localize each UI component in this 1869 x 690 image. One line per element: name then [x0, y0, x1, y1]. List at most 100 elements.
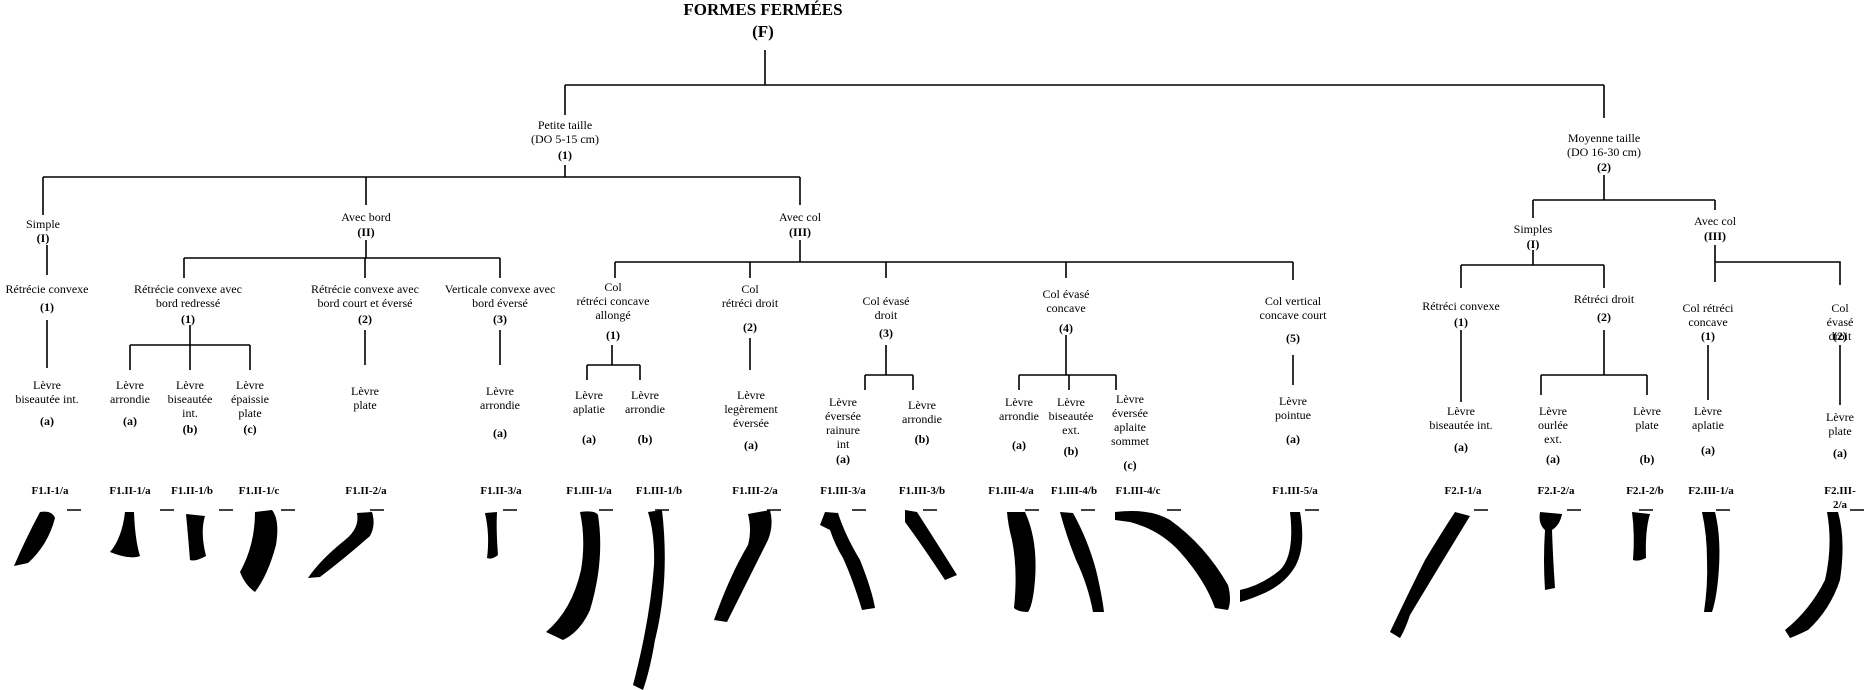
subgroup-code: (2)	[358, 312, 372, 326]
diagram-title-code: (F)	[752, 22, 774, 41]
sherd-F1.III-1/b	[633, 510, 665, 690]
sherd-F1.II-2/a	[308, 512, 374, 578]
leaf-code: (a)	[493, 426, 507, 440]
node-med-avec-col-code: (III)	[1703, 229, 1727, 243]
leaf-label: Lèvre aplatie	[573, 388, 605, 416]
type-code: F1.III-4/a	[988, 485, 1034, 497]
subgroup-label: Verticale convexe avec bord éversé	[444, 282, 556, 310]
node-avec-bord: Avec bord	[341, 210, 391, 224]
node-petite-taille-code: (1)	[558, 148, 572, 162]
node-simple-code: (I)	[36, 231, 50, 245]
type-code: F1.III-3/b	[898, 485, 946, 497]
leaf-code: (a)	[1012, 438, 1026, 452]
leaf-code: (a)	[582, 432, 596, 446]
leaf-label: Lèvre arrondie	[999, 395, 1039, 423]
leaf-code: (a)	[1833, 446, 1847, 460]
leaf-code: (a)	[123, 414, 137, 428]
type-code: F1.I-1/a	[31, 485, 69, 497]
sherd-F2.I-2/a	[1539, 512, 1562, 590]
leaf-code: (a)	[1454, 440, 1468, 454]
subgroup-code: (1)	[1701, 329, 1715, 343]
leaf-label: Lèvre plate	[1826, 410, 1854, 438]
subgroup-label: Rétrécie convexe	[5, 282, 89, 296]
type-code: F2.III-2/a	[1824, 485, 1856, 511]
subgroup-code: (1)	[181, 312, 195, 326]
type-code: F1.III-3/a	[820, 485, 866, 497]
sherd-F1.III-3/b	[905, 510, 957, 580]
node-simple: Simple	[25, 217, 61, 231]
leaf-label: Lèvre aplatie	[1692, 404, 1724, 432]
sherd-F2.I-1/a	[1390, 512, 1470, 638]
type-code: F1.II-2/a	[345, 485, 387, 497]
subgroup-code: (1)	[1454, 315, 1468, 329]
subgroup-code: (3)	[879, 326, 893, 340]
subgroup-label: Col évasé concave	[1042, 287, 1090, 315]
sherd-F1.III-1/a	[546, 511, 601, 640]
subgroup-label: Col vertical concave court	[1259, 294, 1327, 322]
type-code: F2.I-1/a	[1444, 485, 1482, 497]
leaf-code: (c)	[243, 422, 257, 436]
subgroup-label: Rétrécie convexe avec bord redressé	[134, 282, 242, 310]
leaf-code: (a)	[40, 414, 54, 428]
node-petite-taille: Petite taille (DO 5-15 cm)	[531, 118, 599, 146]
type-code: F1.III-5/a	[1272, 485, 1318, 497]
sherd-F1.III-4/c	[1115, 511, 1230, 610]
leaf-label: Lèvre biseautée int.	[167, 378, 213, 420]
subgroup-label: Col rétréci concave	[1682, 301, 1734, 329]
sherd-F1.II-3/a	[485, 512, 498, 559]
subgroup-label: Col rétréci droit	[721, 282, 779, 310]
node-avec-bord-code: (II)	[357, 225, 375, 239]
subgroup-label: Rétrécie convexe avec bord court et éver…	[311, 282, 419, 310]
node-avec-col-code: (III)	[788, 225, 812, 239]
leaf-code: (a)	[744, 438, 758, 452]
leaf-label: Lèvre éversée rainure int	[825, 395, 861, 451]
leaf-label: Lèvre biseautée int.	[15, 378, 79, 406]
leaf-label: Lèvre biseautée ext.	[1048, 395, 1094, 437]
type-code: F1.II-1/c	[238, 485, 280, 497]
leaf-label: Lèvre plate	[1633, 404, 1661, 432]
subgroup-label: Col évasé droit	[1826, 301, 1854, 343]
type-code: F1.III-4/b	[1050, 485, 1098, 497]
sherd-profiles	[14, 510, 1843, 690]
leaf-label: Lèvre arrondie	[902, 398, 942, 426]
leaf-label: Lèvre plate	[351, 384, 379, 412]
leaf-label: Lèvre arrondie	[625, 388, 665, 416]
subgroup-code: (1)	[606, 328, 620, 342]
leaf-label: Lèvre éversée aplaite sommet	[1111, 392, 1149, 448]
leaf-code: (b)	[182, 422, 198, 436]
leaf-code: (b)	[637, 432, 653, 446]
type-code: F1.III-1/b	[635, 485, 683, 497]
sherd-F2.I-2/b	[1632, 512, 1650, 561]
node-moyenne-taille-code: (2)	[1597, 160, 1611, 174]
leaf-label: Lèvre arrondie	[480, 384, 520, 412]
leaf-code: (c)	[1123, 458, 1137, 472]
subgroup-code: (1)	[40, 300, 54, 314]
type-code: F1.II-3/a	[480, 485, 522, 497]
subgroup-code: (2)	[1597, 310, 1611, 324]
leaf-label: Lèvre legèrement éversée	[724, 388, 778, 430]
type-code: F1.III-2/a	[732, 485, 778, 497]
sherd-F1.II-1/b	[186, 514, 206, 561]
node-med-avec-col: Avec col	[1693, 214, 1737, 228]
sherd-F1.I-1/a	[14, 511, 55, 566]
node-avec-col: Avec col	[778, 210, 822, 224]
type-code: F2.I-2/b	[1626, 485, 1664, 497]
type-code: F2.I-2/a	[1537, 485, 1575, 497]
type-code: F1.II-1/a	[109, 485, 151, 497]
leaf-label: Lèvre épaissie plate	[231, 378, 269, 420]
node-simples: Simples	[1513, 222, 1553, 236]
subgroup-label: Rétréci droit	[1573, 292, 1635, 306]
leaf-code: (b)	[914, 432, 930, 446]
leaf-code: (a)	[1546, 452, 1560, 466]
sherd-F1.III-2/a	[714, 510, 772, 622]
subgroup-code: (5)	[1286, 331, 1300, 345]
node-moyenne-taille: Moyenne taille (DO 16-30 cm)	[1567, 131, 1641, 159]
sherd-F2.III-1/a	[1702, 512, 1720, 612]
leaf-code: (a)	[1701, 443, 1715, 457]
connector-lines	[42, 50, 1864, 511]
subgroup-code: (2)	[1833, 329, 1847, 343]
leaf-label: Lèvre pointue	[1275, 394, 1311, 422]
sherd-F1.II-1/c	[240, 510, 278, 592]
type-code: F1.III-4/c	[1115, 485, 1161, 497]
leaf-label: Lèvre ourlée ext.	[1538, 404, 1568, 446]
